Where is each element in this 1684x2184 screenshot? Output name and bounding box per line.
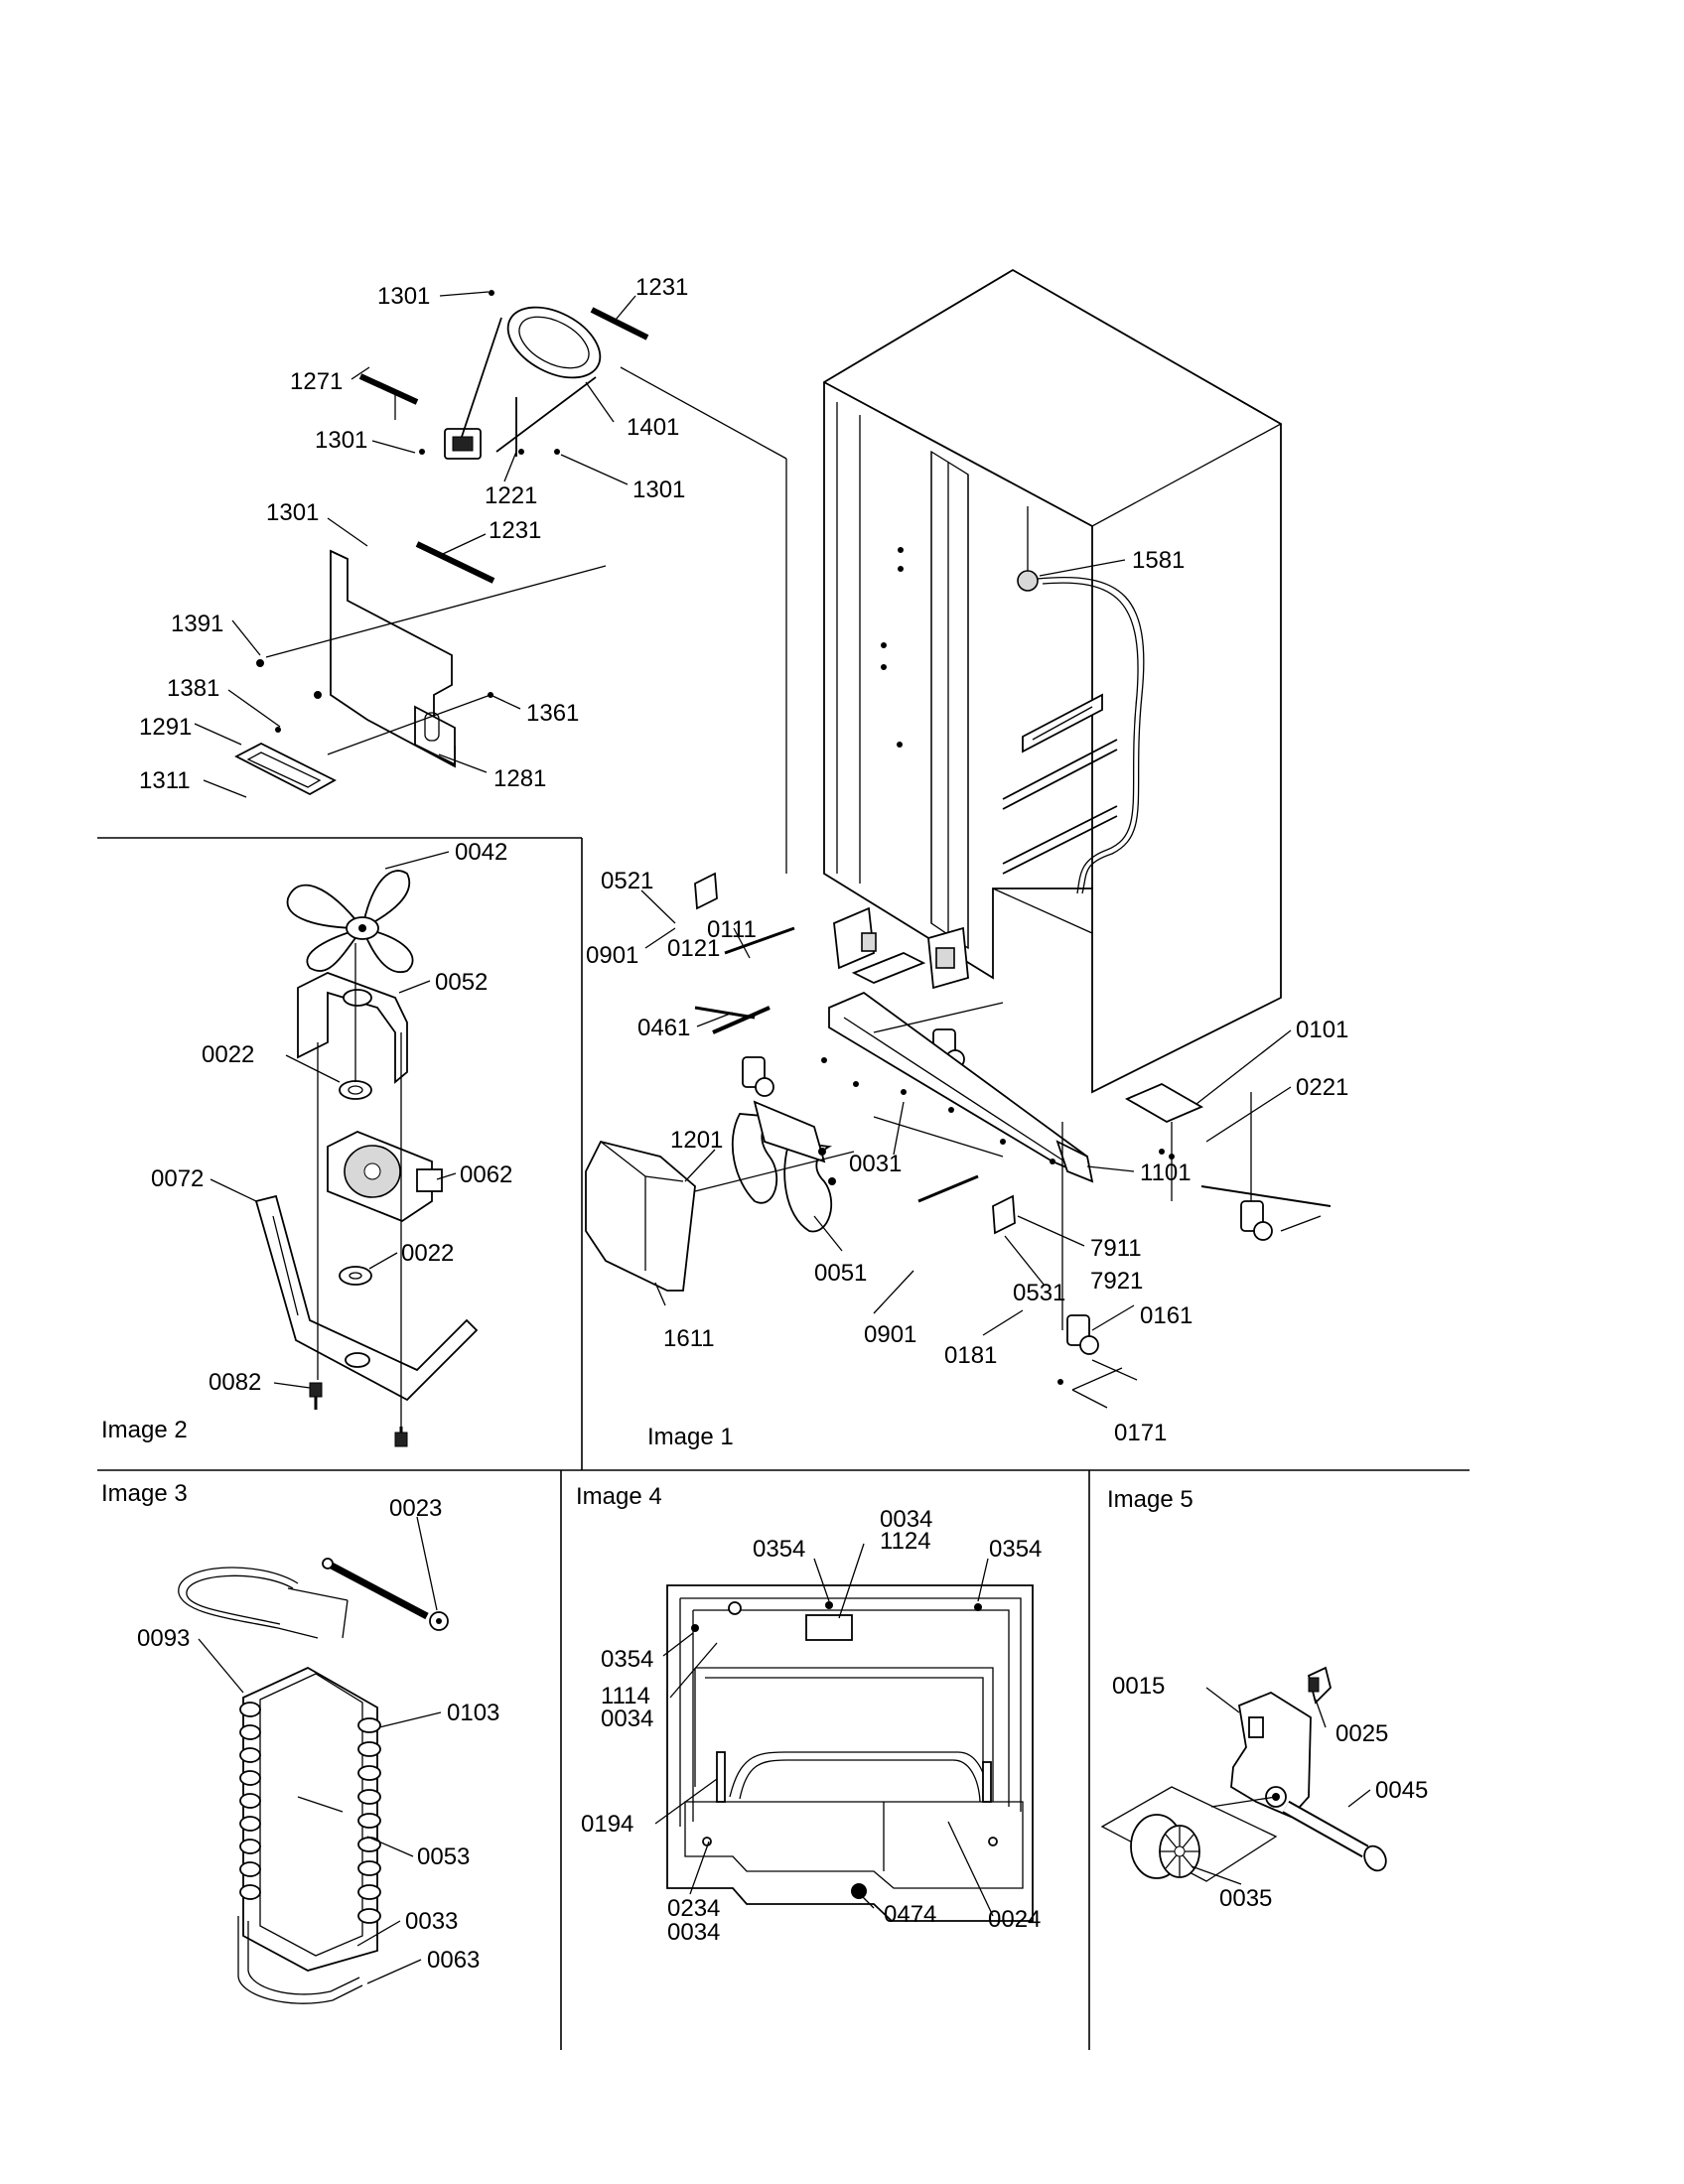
callout-0101: 0101 bbox=[1296, 1017, 1348, 1043]
callout-7921: 7921 bbox=[1090, 1268, 1143, 1295]
callout-0033: 0033 bbox=[405, 1908, 458, 1935]
callout-0354: 0354 bbox=[989, 1536, 1042, 1563]
callout-0042: 0042 bbox=[455, 839, 507, 866]
callout-0474: 0474 bbox=[884, 1901, 936, 1928]
callout-0461: 0461 bbox=[637, 1015, 690, 1041]
callout-1124: 1124 bbox=[880, 1528, 931, 1555]
panel-separators bbox=[97, 837, 1470, 2050]
callout-0194: 0194 bbox=[581, 1811, 633, 1838]
callout-0052: 0052 bbox=[435, 969, 488, 996]
callouts-top: 1301 1231 1271 1401 1301 1221 1301 1301 … bbox=[139, 274, 688, 794]
callout-0082: 0082 bbox=[209, 1369, 261, 1396]
roller-front bbox=[1066, 1314, 1099, 1355]
callout-0034: 0034 bbox=[667, 1919, 720, 1946]
callout-1581: 1581 bbox=[1132, 547, 1185, 574]
panel-label-image-1: Image 1 bbox=[647, 1424, 734, 1450]
heater-loop-assembly bbox=[666, 1584, 1034, 1922]
roller-right bbox=[1240, 1200, 1273, 1241]
callout-1281: 1281 bbox=[493, 765, 546, 792]
callout-0901: 0901 bbox=[586, 942, 638, 969]
callout-1381: 1381 bbox=[167, 675, 219, 702]
fan-bracket-assembly bbox=[358, 290, 787, 874]
callouts-image3: 0023 0093 0103 0053 0033 0063 bbox=[137, 1495, 499, 1974]
callout-1291: 1291 bbox=[139, 714, 192, 741]
callout-0063: 0063 bbox=[427, 1947, 480, 1974]
callout-1401: 1401 bbox=[627, 414, 679, 441]
callout-0022: 0022 bbox=[202, 1041, 254, 1068]
callout-1221: 1221 bbox=[485, 482, 537, 509]
coil-tubes-right bbox=[357, 1717, 381, 1924]
callout-1301: 1301 bbox=[632, 477, 685, 503]
callout-0034: 0034 bbox=[880, 1506, 932, 1533]
callout-0171: 0171 bbox=[1114, 1420, 1167, 1446]
roller-left bbox=[742, 1056, 774, 1097]
callout-1271: 1271 bbox=[290, 368, 343, 395]
callout-1391: 1391 bbox=[171, 611, 223, 637]
callout-1114: 1114 bbox=[601, 1683, 650, 1709]
callout-0121: 0121 bbox=[667, 935, 720, 962]
callouts-image2: 0042 0052 0022 0062 0072 0022 0082 bbox=[151, 839, 512, 1396]
callout-0031: 0031 bbox=[849, 1151, 902, 1177]
callout-1201: 1201 bbox=[670, 1127, 723, 1154]
callout-1311: 1311 bbox=[139, 767, 191, 794]
callout-0521: 0521 bbox=[601, 868, 653, 894]
callouts-image5: 0015 0025 0045 0035 bbox=[1112, 1673, 1428, 1912]
callout-0234: 0234 bbox=[667, 1895, 720, 1922]
leader-lines bbox=[194, 291, 1371, 1984]
callouts-image4: 0034 1124 0354 0354 0354 1114 0034 0194 … bbox=[581, 1506, 1042, 1946]
callout-0111: 0111 bbox=[707, 916, 757, 943]
callout-0051: 0051 bbox=[814, 1260, 867, 1287]
callout-0053: 0053 bbox=[417, 1843, 470, 1870]
callout-0221: 0221 bbox=[1296, 1074, 1348, 1101]
cabinet-assembly bbox=[585, 268, 1332, 1391]
callout-0023: 0023 bbox=[389, 1495, 442, 1522]
panel-label-image-3: Image 3 bbox=[101, 1480, 188, 1507]
callout-0161: 0161 bbox=[1140, 1302, 1193, 1329]
callout-0901: 0901 bbox=[864, 1321, 916, 1348]
callout-0024: 0024 bbox=[988, 1906, 1041, 1933]
callout-0034: 0034 bbox=[601, 1706, 653, 1732]
callout-1231: 1231 bbox=[489, 517, 541, 544]
evaporator-assembly bbox=[178, 1558, 449, 2004]
callout-0181: 0181 bbox=[944, 1342, 997, 1369]
callout-0045: 0045 bbox=[1375, 1777, 1428, 1804]
callout-0354: 0354 bbox=[753, 1536, 805, 1563]
callout-1101: 1101 bbox=[1140, 1160, 1192, 1186]
duct-panel-assembly bbox=[234, 541, 607, 796]
callout-0015: 0015 bbox=[1112, 1673, 1165, 1700]
callout-0354: 0354 bbox=[601, 1646, 653, 1673]
callout-7911: 7911 bbox=[1090, 1235, 1142, 1262]
roller-assembly bbox=[1100, 1666, 1387, 1882]
panel-label-image-4: Image 4 bbox=[576, 1483, 662, 1510]
panel-label-image-2: Image 2 bbox=[101, 1417, 188, 1443]
callout-0072: 0072 bbox=[151, 1165, 204, 1192]
callout-1301: 1301 bbox=[315, 427, 367, 454]
coil-tubes-left bbox=[239, 1702, 261, 1900]
callout-1611: 1611 bbox=[663, 1325, 715, 1352]
callout-0103: 0103 bbox=[447, 1700, 499, 1726]
callout-1301: 1301 bbox=[377, 283, 430, 310]
callout-1301: 1301 bbox=[266, 499, 319, 526]
callout-0062: 0062 bbox=[460, 1161, 512, 1188]
callout-0022: 0022 bbox=[401, 1240, 454, 1267]
callout-1231: 1231 bbox=[635, 274, 688, 301]
callout-1361: 1361 bbox=[526, 700, 579, 727]
screw-0082 bbox=[309, 1382, 323, 1410]
panel-label-image-5: Image 5 bbox=[1107, 1486, 1193, 1513]
callouts-image1: 1581 0521 0111 0121 0901 0461 0101 0221 … bbox=[586, 547, 1348, 1446]
callout-0093: 0093 bbox=[137, 1625, 190, 1652]
condenser-fan-assembly bbox=[254, 870, 479, 1447]
callout-0531: 0531 bbox=[1013, 1280, 1065, 1306]
panel-captions: Image 1 Image 2 Image 3 Image 4 Image 5 bbox=[101, 1417, 1193, 1513]
callout-0025: 0025 bbox=[1335, 1720, 1388, 1747]
callout-0035: 0035 bbox=[1219, 1885, 1272, 1912]
